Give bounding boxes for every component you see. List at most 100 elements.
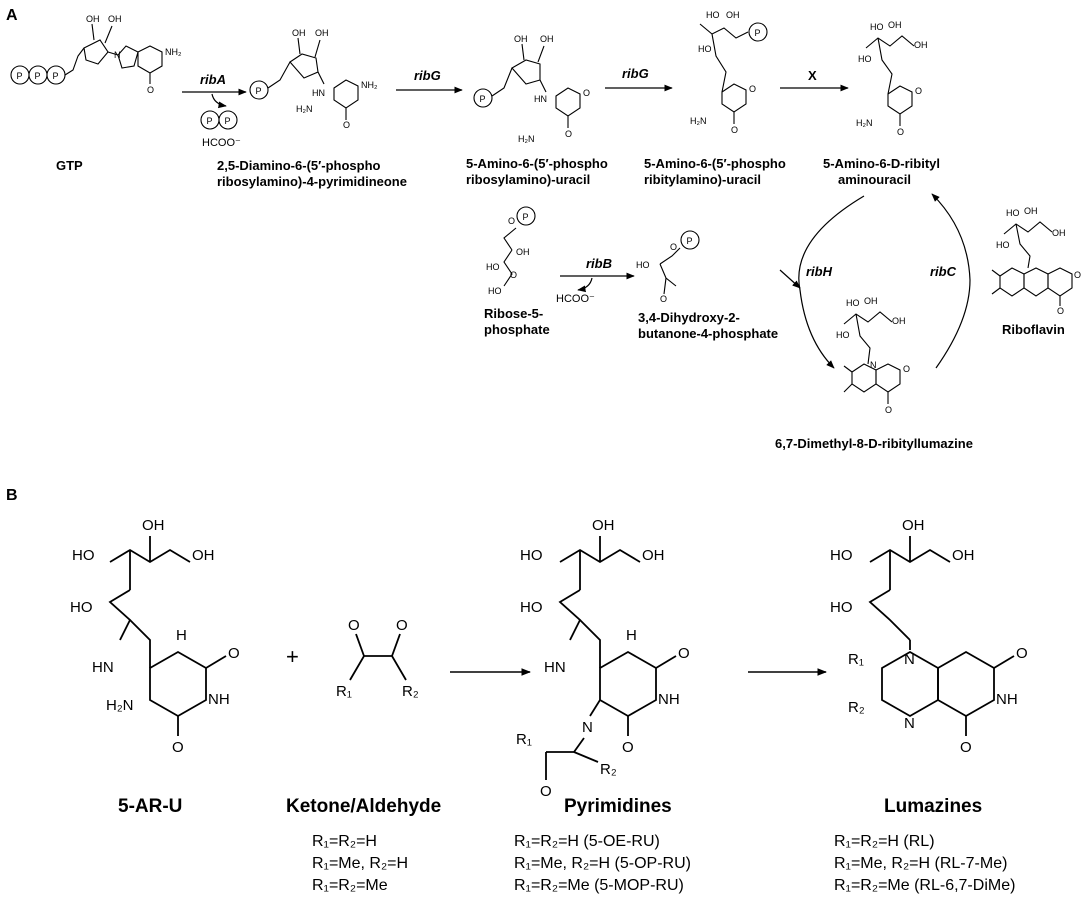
svg-text:OH: OH bbox=[864, 296, 878, 306]
svg-text:O: O bbox=[1074, 270, 1081, 280]
enzyme-riba: ribA bbox=[200, 72, 226, 87]
svg-text:O: O bbox=[172, 739, 184, 756]
svg-text:HN: HN bbox=[544, 659, 566, 676]
svg-text:P: P bbox=[17, 71, 23, 81]
svg-text:O: O bbox=[660, 294, 667, 304]
svg-text:HO: HO bbox=[836, 330, 850, 340]
svg-text:P: P bbox=[523, 212, 529, 222]
svg-text:HO: HO bbox=[486, 262, 500, 272]
svg-text:OH: OH bbox=[108, 14, 122, 24]
svg-text:O: O bbox=[348, 617, 360, 634]
svg-text:O: O bbox=[228, 645, 240, 662]
svg-text:O: O bbox=[583, 88, 590, 98]
name-arp-line2: ribosylamino)-uracil bbox=[466, 172, 590, 187]
svg-text:R₂: R₂ bbox=[600, 761, 617, 778]
byproduct-hcoo-b: HCOO⁻ bbox=[556, 293, 595, 305]
svg-text:OH: OH bbox=[540, 34, 554, 44]
name-dadp-line2: ribosylamino)-4-pyrimidineone bbox=[217, 174, 407, 189]
svg-text:O: O bbox=[897, 127, 904, 137]
svg-text:OH: OH bbox=[1024, 206, 1038, 216]
svg-text:OH: OH bbox=[192, 547, 215, 564]
ketone-sub-3: R₁=R₂=Me bbox=[312, 877, 388, 894]
phosphate-circle bbox=[748, 22, 768, 42]
svg-text:N: N bbox=[582, 719, 593, 736]
svg-text:HO: HO bbox=[520, 599, 543, 616]
enzyme-x: X bbox=[808, 68, 817, 83]
svg-text:HO: HO bbox=[830, 599, 853, 616]
arrow-ribc bbox=[931, 193, 971, 369]
svg-text:HO: HO bbox=[996, 240, 1010, 250]
svg-text:P: P bbox=[687, 236, 693, 246]
svg-text:OH: OH bbox=[592, 517, 615, 534]
svg-text:OH: OH bbox=[902, 517, 925, 534]
svg-text:OH: OH bbox=[1052, 228, 1066, 238]
svg-text:P: P bbox=[480, 94, 486, 104]
svg-text:O: O bbox=[147, 85, 154, 95]
svg-text:H₂N: H₂N bbox=[296, 104, 313, 114]
enzyme-ribh: ribH bbox=[806, 264, 833, 279]
name-dhbp-line2: butanone-4-phosphate bbox=[638, 326, 778, 341]
enzyme-ribg-1: ribG bbox=[414, 68, 441, 83]
svg-text:O: O bbox=[396, 617, 408, 634]
name-aru-line2: aminouracil bbox=[838, 172, 911, 187]
name-arip-line1: 5-Amino-6-(5′-phospho bbox=[644, 156, 786, 171]
svg-text:OH: OH bbox=[86, 14, 100, 24]
arip-structure: P HO OH HO O H₂N O bbox=[690, 10, 768, 135]
svg-text:R₂: R₂ bbox=[848, 699, 865, 716]
svg-text:O: O bbox=[903, 364, 910, 374]
svg-text:OH: OH bbox=[888, 20, 902, 30]
lumazine-structure: OH HO OH HO N O NH O N R₁ R₂ bbox=[830, 517, 1028, 756]
svg-text:O: O bbox=[749, 84, 756, 94]
svg-text:HO: HO bbox=[1006, 208, 1020, 218]
svg-text:O: O bbox=[960, 739, 972, 756]
phosphate-circle bbox=[516, 206, 536, 226]
svg-text:R₁: R₁ bbox=[848, 651, 864, 668]
svg-text:HO: HO bbox=[70, 599, 93, 616]
svg-text:H₂N: H₂N bbox=[106, 697, 134, 714]
svg-text:HO: HO bbox=[830, 547, 853, 564]
svg-text:HO: HO bbox=[636, 260, 650, 270]
svg-text:O: O bbox=[678, 645, 690, 662]
svg-text:HO: HO bbox=[846, 298, 860, 308]
svg-text:OH: OH bbox=[642, 547, 665, 564]
svg-text:N: N bbox=[904, 715, 915, 732]
name-r5p-line1: Ribose-5- bbox=[484, 306, 543, 321]
name-riboflavin: Riboflavin bbox=[1002, 322, 1065, 337]
r5p-structure: P O OH HO O HO bbox=[486, 206, 536, 296]
svg-text:O: O bbox=[915, 86, 922, 96]
svg-text:HO: HO bbox=[858, 54, 872, 64]
dmrl-structure: HO OH OH HO N O O bbox=[836, 296, 910, 415]
svg-text:P: P bbox=[755, 28, 761, 38]
dadp-structure: P OH OH HN NH₂ H₂N O bbox=[249, 28, 378, 130]
name-arp-line1: 5-Amino-6-(5′-phospho bbox=[466, 156, 608, 171]
arrow-ribh bbox=[798, 195, 865, 369]
svg-text:HO: HO bbox=[72, 547, 95, 564]
panel-a-label: A bbox=[6, 7, 18, 24]
svg-text:O: O bbox=[510, 270, 517, 280]
svg-text:OH: OH bbox=[516, 247, 530, 257]
svg-text:O: O bbox=[1016, 645, 1028, 662]
name-lumazines: Lumazines bbox=[884, 796, 982, 817]
svg-text:O: O bbox=[622, 739, 634, 756]
svg-text:NH: NH bbox=[658, 691, 680, 708]
svg-text:H₂N: H₂N bbox=[518, 134, 535, 144]
svg-text:O: O bbox=[540, 783, 552, 800]
phosphate-circle bbox=[680, 230, 700, 250]
name-5-ar-u: 5-AR-U bbox=[118, 796, 182, 817]
svg-text:P: P bbox=[256, 86, 262, 96]
svg-text:NH₂: NH₂ bbox=[165, 47, 182, 57]
name-dmrl: 6,7-Dimethyl-8-D-ribityllumazine bbox=[775, 436, 973, 451]
aru-structure-a: HO OH OH HO O H₂N O bbox=[856, 20, 928, 137]
svg-text:OH: OH bbox=[914, 40, 928, 50]
svg-text:H: H bbox=[176, 627, 187, 644]
svg-text:H₂N: H₂N bbox=[690, 116, 707, 126]
aru-structure-b: OH HO OH HO HN O H NH O H₂N bbox=[70, 517, 240, 756]
svg-text:OH: OH bbox=[726, 10, 740, 20]
svg-text:HO: HO bbox=[520, 547, 543, 564]
name-pyrimidines: Pyrimidines bbox=[564, 796, 672, 817]
svg-text:H₂N: H₂N bbox=[856, 118, 873, 128]
pyrimidine-structure: OH HO OH HO HN O H NH O N O R₁ R₂ bbox=[516, 517, 690, 800]
name-ketone-aldehyde: Ketone/Aldehyde bbox=[286, 796, 441, 817]
svg-text:N: N bbox=[870, 360, 877, 370]
svg-text:N: N bbox=[114, 50, 121, 60]
